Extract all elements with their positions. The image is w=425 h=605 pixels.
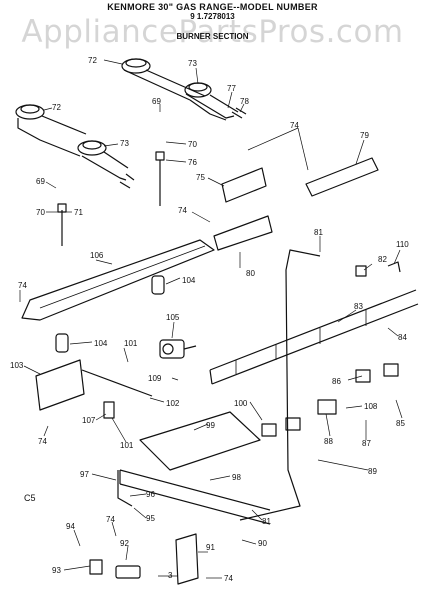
spacer-lower <box>55 333 69 353</box>
bracket-107 <box>103 401 115 419</box>
part-label: 100 <box>234 399 248 408</box>
part-label: 110 <box>396 240 409 249</box>
part-label: 81 <box>262 517 271 526</box>
part-110 <box>387 261 401 273</box>
part-label: 70 <box>188 140 197 149</box>
part-82 <box>355 265 367 277</box>
part-label: 107 <box>82 416 96 425</box>
part-label: 104 <box>94 339 108 348</box>
part-label: 72 <box>52 103 61 112</box>
part-label: 81 <box>314 228 323 237</box>
part-label: 82 <box>378 255 387 264</box>
part-label: 73 <box>120 139 129 148</box>
part-88 <box>317 399 337 415</box>
gas-valve <box>159 339 197 359</box>
part-label: 74 <box>178 206 187 215</box>
part-label: 73 <box>188 59 197 68</box>
part-label: 88 <box>324 437 333 446</box>
heat-shield-plate <box>139 411 261 471</box>
part-label: 106 <box>90 251 104 260</box>
part-label: 78 <box>240 97 249 106</box>
part-label: 109 <box>148 374 162 383</box>
part-label: 103 <box>10 361 24 370</box>
front-burner-assembly <box>15 104 135 189</box>
part-label: 76 <box>188 158 197 167</box>
bracket-91 <box>175 533 199 585</box>
part-label: 75 <box>196 173 205 182</box>
part-label: 86 <box>332 377 341 386</box>
part-label: 69 <box>36 177 45 186</box>
gas-line <box>239 249 321 521</box>
bracket-80 <box>213 215 273 251</box>
model-number: 9 1.7278013 <box>190 12 235 21</box>
part-label: 101 <box>120 441 134 450</box>
part-label: 96 <box>146 490 155 499</box>
part-label: 92 <box>120 539 129 548</box>
mounting-bracket <box>35 359 85 411</box>
diagram-title: KENMORE 30" GAS RANGE--MODEL NUMBER <box>107 2 318 12</box>
oven-burner <box>119 469 271 525</box>
part-label: 102 <box>166 399 180 408</box>
part-label: 93 <box>52 566 61 575</box>
part-label: 3 <box>168 571 173 580</box>
part-label: 91 <box>206 543 215 552</box>
section-name: BURNER SECTION <box>176 32 249 41</box>
part-label: 108 <box>364 402 378 411</box>
part-label: 74 <box>106 515 115 524</box>
part-label: 104 <box>182 276 196 285</box>
part-label: 84 <box>398 333 407 342</box>
part-label: 70 <box>36 208 45 217</box>
part-label: 90 <box>258 539 267 548</box>
part-label: 74 <box>38 437 47 446</box>
part-label: 94 <box>66 522 75 531</box>
part-label: 87 <box>362 439 371 448</box>
part-93 <box>89 559 103 575</box>
part-label: 74 <box>224 574 233 583</box>
burner-support-bar <box>21 239 215 321</box>
part-label: 99 <box>206 421 215 430</box>
gas-manifold <box>209 289 419 385</box>
part-92 <box>115 565 141 579</box>
figure-code: C5 <box>24 493 36 503</box>
part-number-callouts: 72 73 77 78 69 72 70 73 76 74 79 69 75 7… <box>10 56 409 583</box>
burner-valves <box>261 363 399 437</box>
part-label: 69 <box>152 97 161 106</box>
bracket-79 <box>305 157 379 197</box>
air-shutter <box>117 470 133 507</box>
part-label: 98 <box>232 473 241 482</box>
bracket-75 <box>221 167 267 203</box>
part-label: 72 <box>88 56 97 65</box>
part-label: 89 <box>368 467 377 476</box>
igniter-tube <box>81 369 153 397</box>
part-label: 80 <box>246 269 255 278</box>
part-label: 101 <box>124 339 138 348</box>
part-label: 74 <box>18 281 27 290</box>
part-label: 97 <box>80 470 89 479</box>
part-label: 74 <box>290 121 299 130</box>
part-label: 71 <box>74 208 83 217</box>
part-label: 79 <box>360 131 369 140</box>
part-label: 77 <box>227 84 236 93</box>
part-label: 85 <box>396 419 405 428</box>
leader-lines <box>19 59 403 579</box>
spacer-upper <box>151 275 165 295</box>
part-label: 105 <box>166 313 180 322</box>
part-label: 83 <box>354 302 363 311</box>
part-label: 95 <box>146 514 155 523</box>
